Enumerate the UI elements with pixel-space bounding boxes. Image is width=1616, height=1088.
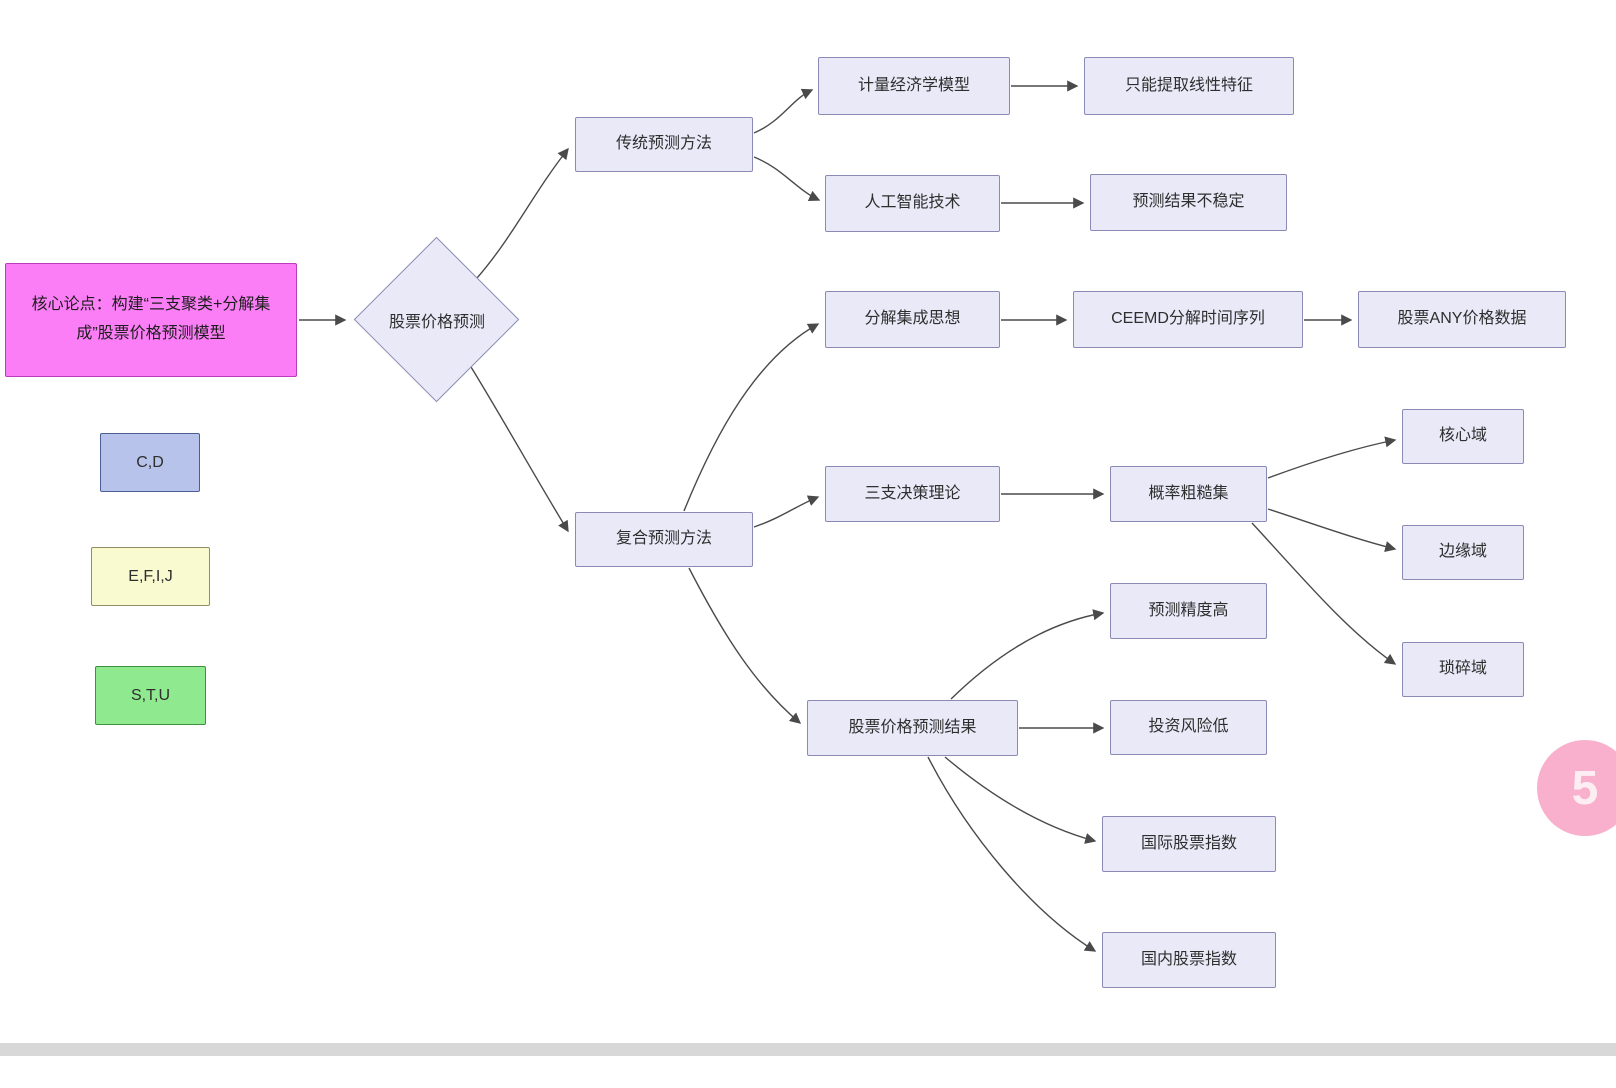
node-label: 三支决策理论 — [864, 484, 961, 502]
node-core-domain[interactable]: 核心域 — [1402, 409, 1524, 464]
legend-label: S,T,U — [130, 686, 171, 704]
legend-item-efij[interactable]: E,F,I,J — [91, 547, 210, 606]
node-ai-technology[interactable]: 人工智能技术 — [825, 175, 1000, 232]
node-decomposition-integration[interactable]: 分解集成思想 — [825, 291, 1000, 348]
node-label: 人工智能技术 — [864, 194, 961, 212]
node-domestic-stock-index[interactable]: 国内股票指数 — [1102, 932, 1276, 988]
node-label: 核心域 — [1438, 427, 1487, 445]
legend-label: C,D — [136, 453, 164, 471]
node-probabilistic-rough-set[interactable]: 概率粗糙集 — [1110, 466, 1267, 522]
node-low-investment-risk[interactable]: 投资风险低 — [1110, 700, 1267, 755]
node-label: 只能提取线性特征 — [1124, 76, 1253, 94]
node-label: 预测精度高 — [1148, 601, 1229, 619]
node-stock-price-prediction[interactable]: 股票价格预测 — [353, 236, 520, 403]
node-label: 国际股票指数 — [1140, 834, 1237, 852]
node-international-stock-index[interactable]: 国际股票指数 — [1102, 816, 1276, 872]
node-econometric-model[interactable]: 计量经济学模型 — [818, 57, 1010, 115]
node-label: 琐碎域 — [1438, 660, 1487, 678]
node-label: 边缘域 — [1438, 543, 1487, 561]
edge-roughset-to-coredomain — [1267, 436, 1397, 479]
node-label: 股票ANY价格数据 — [1397, 310, 1527, 328]
canvas-bottom-edge — [0, 1043, 1616, 1056]
legend-item-cd[interactable]: C,D — [100, 433, 200, 492]
node-label: 分解集成思想 — [864, 310, 961, 328]
edge-composite-to-result — [688, 567, 802, 724]
edge-roughset-to-trivialdomain — [1251, 522, 1397, 665]
node-label: 计量经济学模型 — [857, 76, 970, 94]
node-label: 传统预测方法 — [615, 135, 712, 153]
node-label: CEEMD分解时间序列 — [1111, 310, 1265, 328]
node-core-thesis[interactable]: 核心论点：构建“三支聚类+分解集成”股票价格预测模型 — [5, 263, 297, 377]
edge-traditional-to-econometric — [753, 88, 814, 134]
node-label: 投资风险低 — [1148, 718, 1229, 736]
node-trivial-domain[interactable]: 琐碎域 — [1402, 642, 1524, 697]
node-traditional-method[interactable]: 传统预测方法 — [575, 117, 753, 172]
node-linear-features-only[interactable]: 只能提取线性特征 — [1084, 57, 1294, 115]
edge-roughset-to-boundarydomain — [1267, 508, 1397, 553]
edge-result-to-intlindex — [944, 756, 1097, 844]
legend-item-stu[interactable]: S,T,U — [95, 666, 206, 725]
node-high-accuracy[interactable]: 预测精度高 — [1110, 583, 1267, 639]
edge-decision-to-composite — [470, 366, 569, 533]
edge-result-to-domesticindex — [927, 756, 1097, 952]
badge-count: 5 — [1571, 761, 1599, 815]
edge-composite-to-threeway — [753, 495, 820, 528]
node-label: 概率粗糙集 — [1148, 484, 1229, 502]
edge-result-to-accuracy — [950, 609, 1105, 700]
legend-label: E,F,I,J — [128, 567, 173, 585]
node-label: 预测结果不稳定 — [1132, 193, 1245, 211]
notification-badge[interactable]: 5 — [1537, 740, 1616, 836]
node-ceemd-decomposition[interactable]: CEEMD分解时间序列 — [1073, 291, 1303, 348]
node-label: 股票价格预测结果 — [848, 718, 977, 736]
edge-composite-to-decomposition — [683, 323, 820, 512]
node-label: 国内股票指数 — [1140, 950, 1237, 968]
edge-traditional-to-ai — [753, 156, 821, 202]
node-unstable-results[interactable]: 预测结果不稳定 — [1090, 174, 1287, 231]
node-boundary-domain[interactable]: 边缘域 — [1402, 525, 1524, 580]
node-label: 核心论点：构建“三支聚类+分解集成”股票价格预测模型 — [31, 296, 271, 342]
node-stock-any-price-data[interactable]: 股票ANY价格数据 — [1358, 291, 1566, 348]
node-composite-method[interactable]: 复合预测方法 — [575, 512, 753, 567]
edge-decision-to-traditional — [476, 147, 569, 279]
node-label: 复合预测方法 — [615, 530, 712, 548]
node-prediction-result[interactable]: 股票价格预测结果 — [807, 700, 1018, 756]
node-three-way-decision-theory[interactable]: 三支决策理论 — [825, 466, 1000, 522]
node-label: 股票价格预测 — [388, 314, 485, 331]
